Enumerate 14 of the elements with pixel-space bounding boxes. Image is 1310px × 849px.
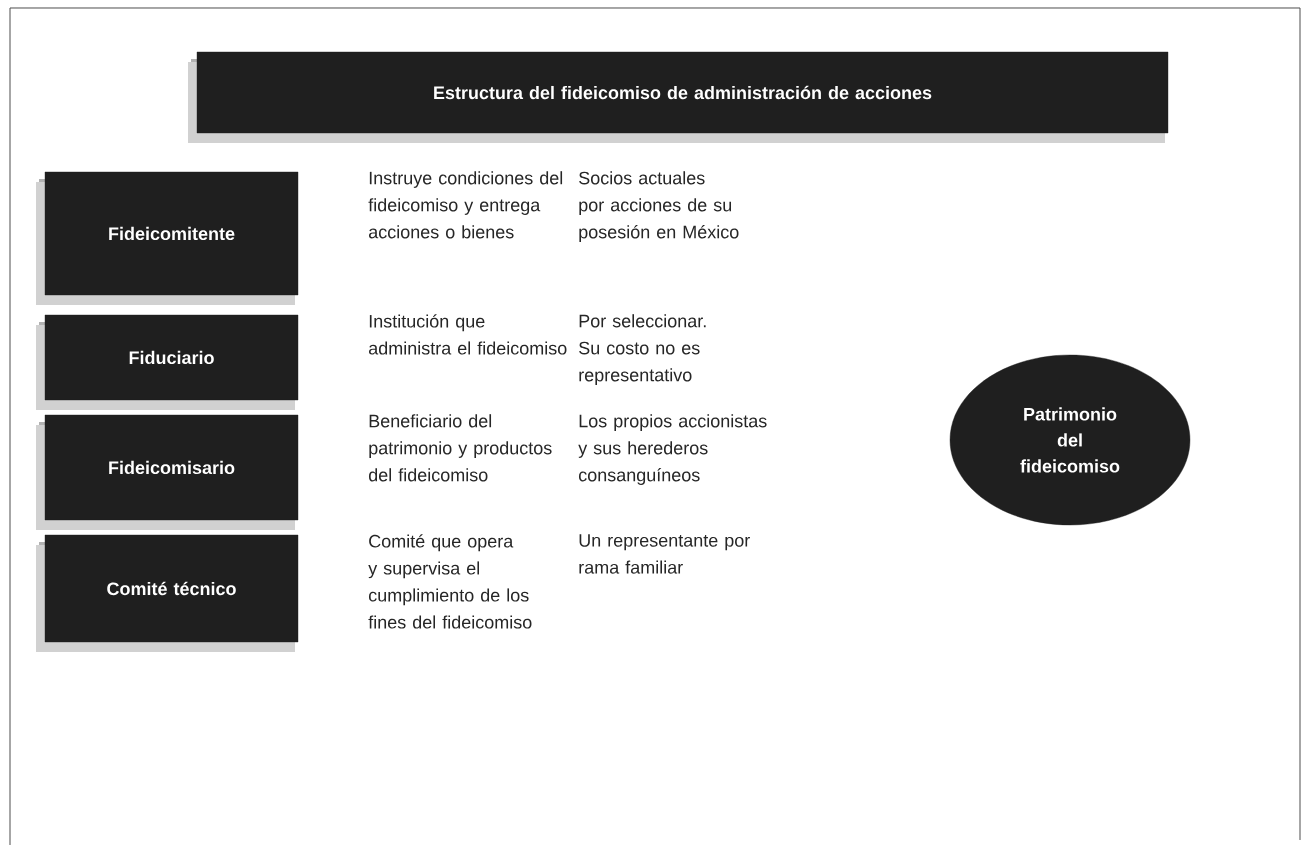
description-text: Institución que administra el fideicomiso bbox=[369, 314, 567, 355]
description-text: Un representante por rama familiar bbox=[579, 534, 750, 574]
heading-box: Estructura del fideicomiso de administración de acciones bbox=[188, 51, 1169, 143]
role-box: Fideicomisario bbox=[36, 414, 299, 530]
description-text: Los propios accionistas y sus herederos consanguíneos bbox=[578, 414, 767, 485]
description-text: Por seleccionar. Su costo no es representativo bbox=[579, 314, 706, 385]
role-box: Fiduciario bbox=[36, 314, 299, 410]
description-text: Socios actuales por acciones de su posesión en México bbox=[579, 171, 739, 242]
description-text: Beneficiario del patrimonio y productos del fideicomiso bbox=[368, 414, 552, 482]
description-text: Instruye condiciones del fideicomiso y entrega acciones o bienes bbox=[368, 171, 563, 239]
role-box: Fideicomitente bbox=[36, 171, 299, 305]
description-text: Comité que opera y supervisa el cumplimiento de los fines del fideicomiso bbox=[368, 534, 532, 629]
role-box: Comité técnico bbox=[36, 534, 299, 652]
ellipse-node: Patrimonio del fideicomiso bbox=[949, 354, 1191, 526]
